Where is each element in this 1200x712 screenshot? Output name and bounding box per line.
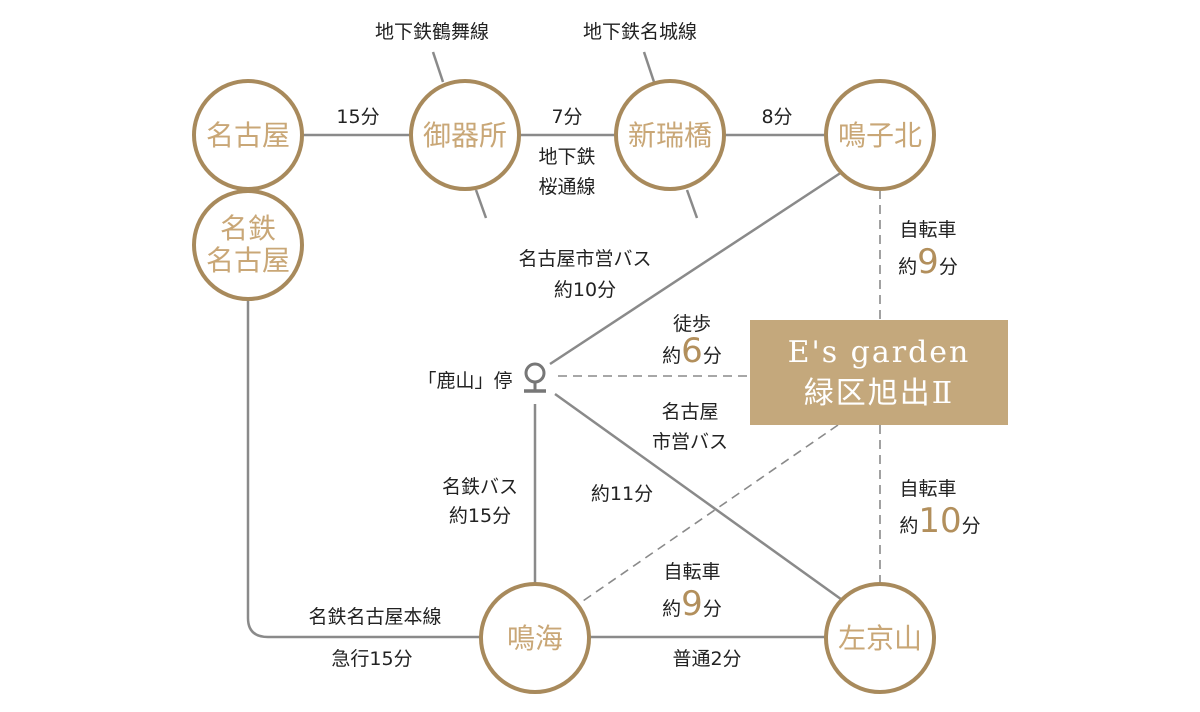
property-box: E's garden 緑区旭出Ⅱ <box>750 320 1008 425</box>
station-aratamabashi: 新瑞橋 <box>614 79 726 191</box>
gokiso-aratama-time: 7分 <box>551 106 582 128</box>
citybus2-label-1: 名古屋 <box>661 401 718 423</box>
svg-text:鳴海: 鳴海 <box>507 622 563 655</box>
walk-label: 徒歩 <box>673 313 711 335</box>
bike-top-label: 自転車 <box>899 219 956 241</box>
tsurumai-pointer <box>431 51 445 83</box>
meitetsu-express-time: 急行15分 <box>331 648 412 670</box>
svg-text:名古屋: 名古屋 <box>206 119 290 152</box>
station-narumi: 鳴海 <box>479 582 591 694</box>
bus-stop-label: 「鹿山」停 <box>417 370 512 392</box>
bike-bottom-time: 約10分 <box>899 501 980 541</box>
bike-narumi-time: 約9分 <box>662 584 722 624</box>
narumi-sakyo-time: 普通2分 <box>672 648 741 670</box>
bike-bottom-label: 自転車 <box>899 478 956 500</box>
citybus2-label-2: 市営バス <box>652 431 728 453</box>
station-nagoya: 名古屋 <box>192 79 304 191</box>
citybus-naruko-line <box>549 170 843 366</box>
citybus2-time: 約11分 <box>591 483 653 505</box>
bike-top-time: 約9分 <box>898 242 958 282</box>
svg-text:左京山: 左京山 <box>838 622 922 655</box>
bike-narumi-label: 自転車 <box>663 561 720 583</box>
meitetsu-main-label: 名鉄名古屋本線 <box>308 606 441 628</box>
walk-time: 約6分 <box>662 331 722 371</box>
citybus-label: 名古屋市営バス <box>518 248 651 270</box>
svg-text:E's garden: E's garden <box>788 335 971 370</box>
sakuradori-label-1: 地下鉄 <box>538 146 595 168</box>
meitetsubus-label: 名鉄バス <box>442 476 518 498</box>
connections <box>246 51 881 639</box>
sakuradori-pointer-aratama <box>685 189 699 219</box>
sakuradori-pointer-gokiso <box>474 189 488 219</box>
bike-narumi-line <box>579 424 839 604</box>
svg-text:新瑞橋: 新瑞橋 <box>628 119 712 152</box>
bus-stop-icon <box>524 362 546 393</box>
citybus-time: 約10分 <box>554 279 616 301</box>
meitetsubus-time: 約15分 <box>449 505 511 527</box>
aratama-naruko-time: 8分 <box>761 106 792 128</box>
svg-text:御器所: 御器所 <box>423 119 507 152</box>
station-gokiso: 御器所 <box>409 79 521 191</box>
station-narukokita: 鳴子北 <box>824 79 936 191</box>
sakuradori-label-2: 桜通線 <box>538 176 595 198</box>
svg-text:緑区旭出Ⅱ: 緑区旭出Ⅱ <box>804 376 954 411</box>
meijo-label: 地下鉄名城線 <box>583 21 697 43</box>
svg-text:名鉄: 名鉄 <box>220 212 276 245</box>
citybus-sakyo-line <box>554 392 846 604</box>
nagoya-gokiso-time: 15分 <box>336 106 379 128</box>
svg-text:名古屋: 名古屋 <box>206 244 290 277</box>
station-sakyoyama: 左京山 <box>824 582 936 694</box>
svg-text:鳴子北: 鳴子北 <box>838 119 922 152</box>
meijo-pointer <box>642 51 656 83</box>
meitetsu-line <box>246 300 485 639</box>
station-meitetsu-nagoya: 名鉄 名古屋 <box>192 189 304 301</box>
tsurumai-label: 地下鉄鶴舞線 <box>375 21 489 43</box>
